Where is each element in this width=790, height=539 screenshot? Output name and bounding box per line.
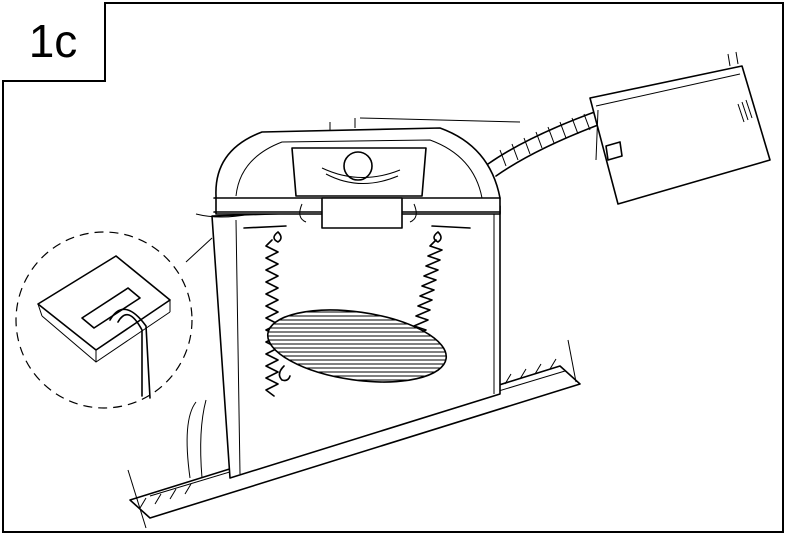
flex-conduit [487, 109, 607, 177]
figure-border [2, 2, 784, 533]
reflector-disc [263, 309, 451, 383]
step-label: 1c [2, 2, 106, 82]
left-spring [265, 231, 291, 397]
hanger-bar [243, 225, 471, 229]
detail-callout [15, 231, 213, 409]
junction-box [589, 51, 771, 205]
socket-bracket [291, 147, 427, 229]
